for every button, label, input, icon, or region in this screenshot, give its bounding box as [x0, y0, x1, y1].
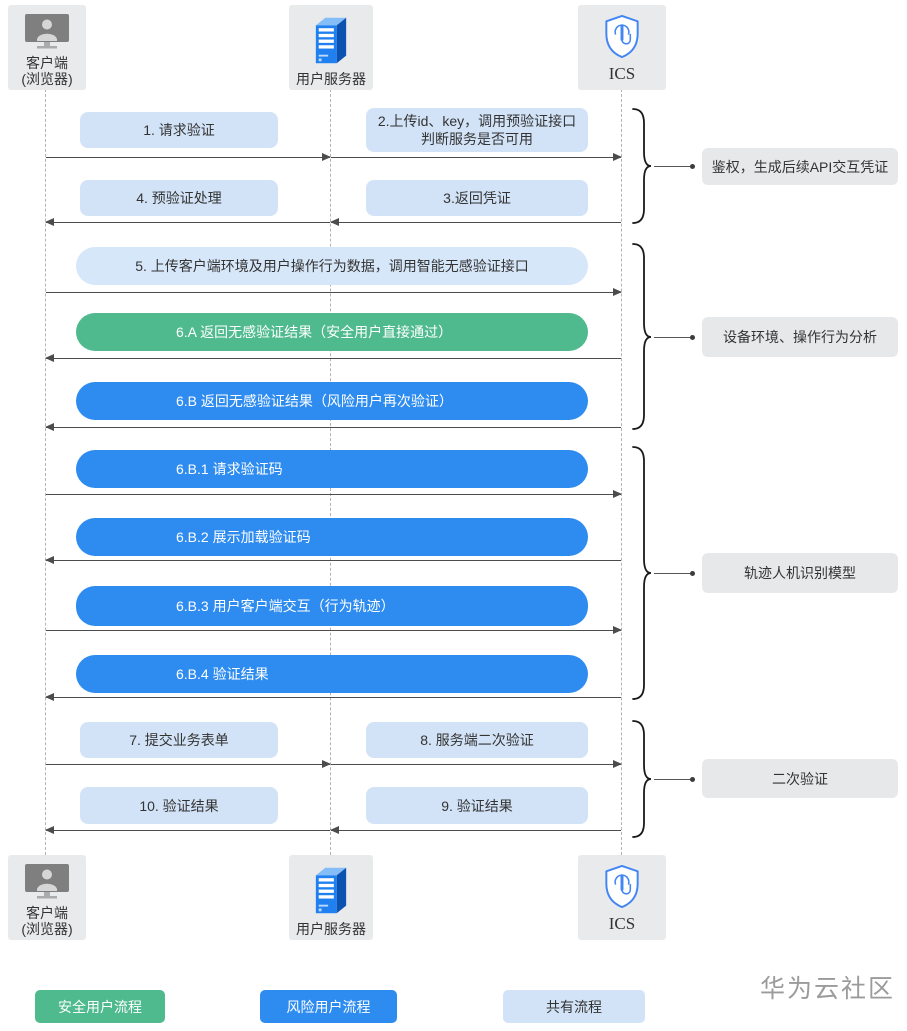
pill-upload-env-data: 5. 上传客户端环境及用户操作行为数据，调用智能无感验证接口	[76, 247, 588, 285]
lifeline-ics	[621, 89, 622, 855]
brace-analysis-section	[632, 243, 652, 430]
arrow-10-server-to-client	[45, 826, 330, 834]
arrow-5-client-to-ics	[46, 288, 622, 296]
legend-shared-flow: 共有流程	[503, 990, 645, 1023]
brace-secondary-section	[632, 720, 652, 838]
brace-auth-section	[632, 108, 652, 224]
pill-upload-id-key-line1: 2.上传id、key，调用预验证接口	[377, 113, 577, 129]
pill-upload-id-key: 2.上传id、key，调用预验证接口 判断服务是否可用	[366, 108, 588, 152]
arrow-6b2-ics-to-client	[45, 556, 621, 564]
pill-6b4-verify-result: 6.B.4 验证结果	[76, 655, 588, 693]
actor-client-label-line2: (浏览器)	[21, 921, 73, 937]
browser-user-icon	[25, 864, 69, 899]
annotation-connector-1	[654, 166, 692, 167]
actor-server-top: 用户服务器	[289, 5, 373, 90]
arrow-2-server-to-ics	[331, 153, 622, 161]
annotation-dot-1	[690, 164, 695, 169]
browser-user-icon	[25, 14, 69, 49]
annotation-behavior-analysis: 设备环境、操作行为分析	[702, 317, 898, 357]
annotation-dot-3	[690, 571, 695, 576]
arrow-7-client-to-server	[46, 760, 331, 768]
annotation-auth: 鉴权，生成后续API交互凭证	[702, 148, 898, 185]
arrow-6b4-ics-to-client	[45, 693, 621, 701]
watermark-huawei-cloud-community: 华为云社区	[760, 975, 896, 1003]
server-tower-icon	[315, 17, 347, 64]
pill-upload-id-key-line2: 判断服务是否可用	[421, 131, 533, 147]
arrow-6a-ics-to-client	[45, 354, 621, 362]
legend-safe-user-flow: 安全用户流程	[35, 990, 165, 1023]
shield-tap-icon	[605, 14, 639, 59]
lifeline-client	[45, 89, 46, 855]
actor-ics-bottom: ICS	[578, 855, 666, 940]
arrow-9-ics-to-server	[330, 826, 621, 834]
annotation-connector-3	[654, 573, 692, 574]
pill-6b3-user-interaction: 6.B.3 用户客户端交互（行为轨迹）	[76, 586, 588, 626]
arrow-1-client-to-server	[46, 153, 331, 161]
pill-return-credential: 3.返回凭证	[366, 180, 588, 216]
actor-client-label: 客户端 (浏览器)	[21, 905, 72, 937]
actor-client-label: 客户端 (浏览器)	[21, 55, 72, 87]
brace-track-model-section	[632, 446, 652, 700]
annotation-secondary-verify: 二次验证	[702, 759, 898, 798]
annotation-connector-2	[654, 337, 692, 338]
arrow-8-server-to-ics	[331, 760, 622, 768]
pill-result-9: 9. 验证结果	[366, 787, 588, 824]
actor-client-label-line2: (浏览器)	[21, 71, 73, 87]
pill-6b1-request-captcha: 6.B.1 请求验证码	[76, 450, 588, 488]
server-tower-icon	[315, 867, 347, 914]
actor-server-label: 用户服务器	[296, 71, 366, 87]
actor-server-label: 用户服务器	[296, 921, 366, 937]
arrow-4-server-to-client	[45, 218, 330, 226]
actor-client-label-line1: 客户端	[25, 905, 68, 921]
actor-ics-label: ICS	[608, 914, 636, 933]
arrow-3-ics-to-server	[330, 218, 621, 226]
actor-client-bottom: 客户端 (浏览器)	[8, 855, 86, 940]
pill-server-secondary-verify: 8. 服务端二次验证	[366, 722, 588, 758]
arrow-6b3-client-to-ics	[46, 626, 622, 634]
pill-request-verify: 1. 请求验证	[80, 112, 278, 148]
legend-risk-user-flow: 风险用户流程	[260, 990, 397, 1023]
actor-ics-top: ICS	[578, 5, 666, 90]
actor-ics-label: ICS	[608, 64, 636, 83]
arrow-6b-ics-to-client	[45, 423, 621, 431]
annotation-dot-4	[690, 777, 695, 782]
actor-client-label-line1: 客户端	[25, 55, 68, 71]
annotation-track-model: 轨迹人机识别模型	[702, 553, 898, 593]
shield-tap-icon	[605, 864, 639, 909]
actor-client-top: 客户端 (浏览器)	[8, 5, 86, 90]
pill-6b2-show-captcha: 6.B.2 展示加载验证码	[76, 518, 588, 556]
annotation-connector-4	[654, 779, 692, 780]
actor-server-bottom: 用户服务器	[289, 855, 373, 940]
pill-preverify-handle: 4. 预验证处理	[80, 180, 278, 216]
arrow-6b1-client-to-ics	[46, 490, 622, 498]
pill-6a-safe-pass: 6.A 返回无感验证结果（安全用户直接通过）	[76, 313, 588, 351]
annotation-dot-2	[690, 335, 695, 340]
pill-submit-form: 7. 提交业务表单	[80, 722, 278, 758]
pill-6b-risk-reverify: 6.B 返回无感验证结果（风险用户再次验证）	[76, 382, 588, 420]
pill-result-10: 10. 验证结果	[80, 787, 278, 824]
